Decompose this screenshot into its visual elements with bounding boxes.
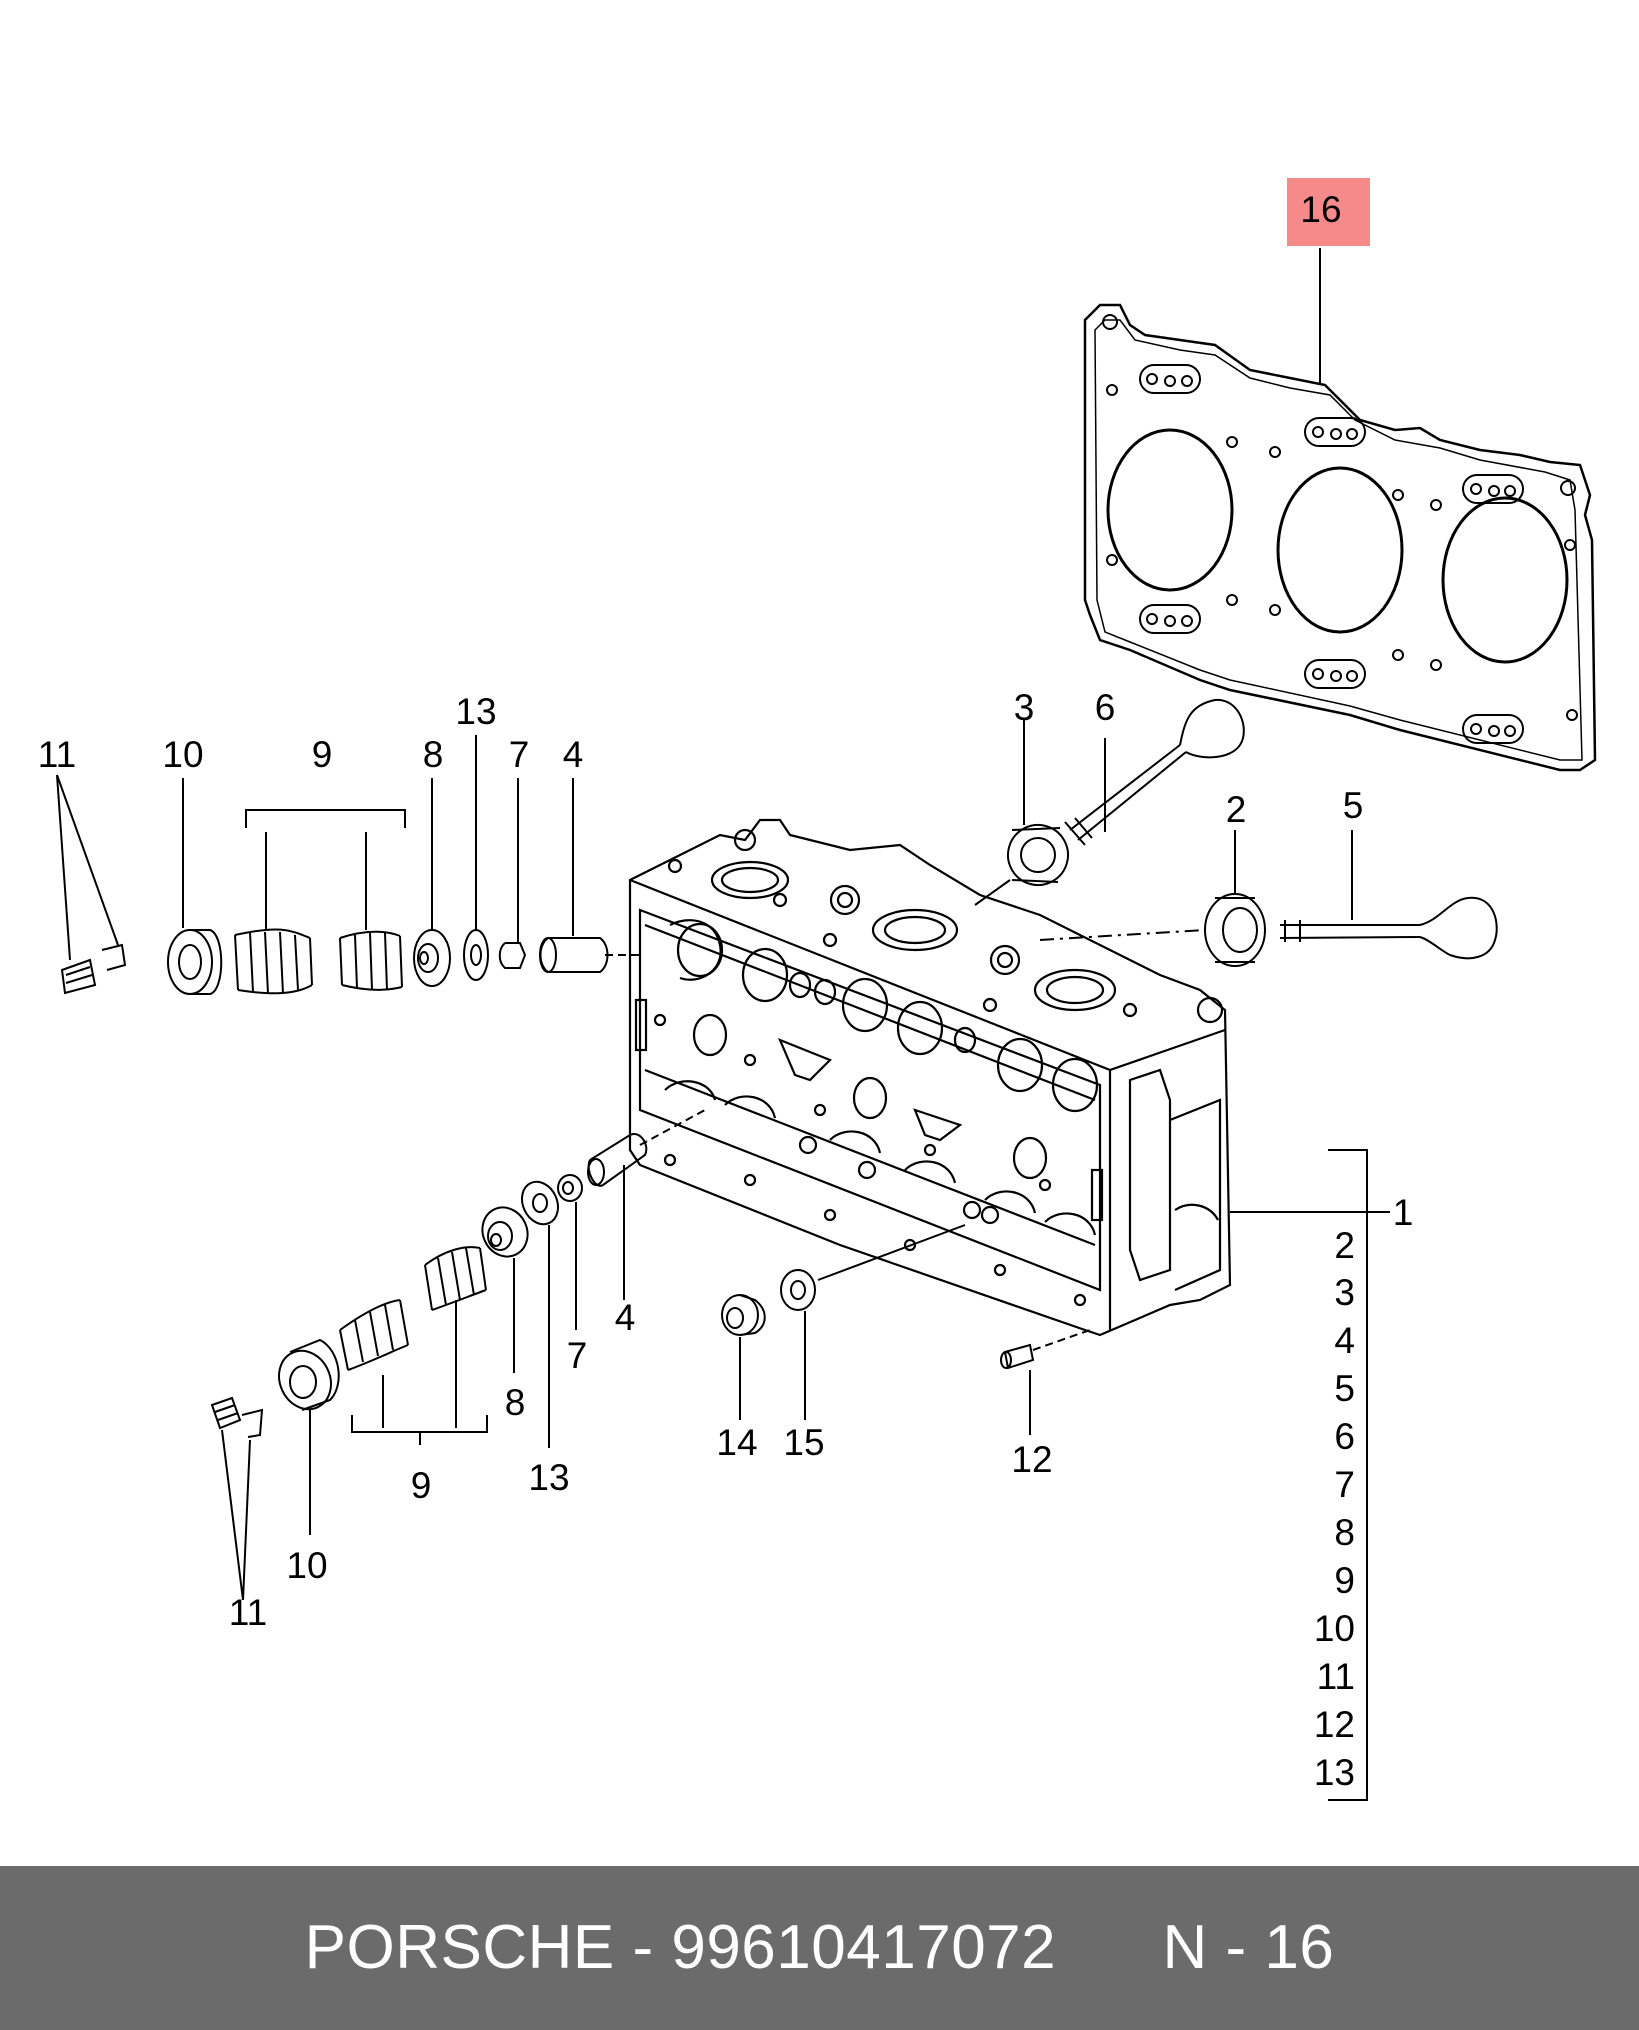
bracket-item[interactable]: 4 (1334, 1320, 1355, 1361)
bracket-item[interactable]: 13 (1314, 1752, 1355, 1793)
label-gasket[interactable]: 16 (1300, 189, 1341, 230)
label-upper-washer[interactable]: 13 (455, 691, 496, 732)
lower-stem-seal (557, 1174, 583, 1202)
label-upper-retainer[interactable]: 8 (423, 734, 444, 775)
lower-spring-cap (278, 1338, 340, 1411)
lower-valve-keepers (210, 1396, 264, 1438)
upper-washer (463, 929, 489, 981)
label-upper-seal[interactable]: 7 (509, 734, 530, 775)
upper-valve-guide (539, 937, 640, 973)
intake-valve-seat (1204, 893, 1266, 967)
seal-ring (780, 1224, 966, 1311)
head-gasket (1083, 303, 1597, 772)
label-cylinder-head[interactable]: 1 (1393, 1192, 1414, 1233)
label-intake-valve[interactable]: 5 (1343, 785, 1364, 826)
assembly-bracket (1230, 1149, 1390, 1801)
intake-valve (1279, 896, 1498, 960)
bracket-item[interactable]: 11 (1317, 1656, 1355, 1697)
lower-washer (521, 1180, 559, 1226)
label-lower-guide[interactable]: 4 (615, 1297, 636, 1338)
bracket-item[interactable]: 6 (1334, 1416, 1355, 1457)
lower-spring-retainer (481, 1206, 529, 1258)
label-plug[interactable]: 14 (716, 1422, 757, 1463)
upper-valve-keepers (60, 943, 127, 995)
plug (721, 1294, 766, 1336)
upper-valve-springs (234, 928, 403, 995)
label-intake-seat[interactable]: 2 (1226, 789, 1247, 830)
page-number: 16 (1264, 1913, 1335, 1982)
label-seal-ring[interactable]: 15 (783, 1422, 824, 1463)
lower-valve-springs (339, 1246, 487, 1371)
bracket-item[interactable]: 10 (1314, 1608, 1355, 1649)
label-upper-springs[interactable]: 9 (312, 734, 333, 775)
lower-valve-guide (587, 1109, 706, 1187)
upper-spring-cap (167, 929, 223, 995)
part-number: 99610417072 (671, 1913, 1057, 1982)
page-separator: - (1225, 1913, 1247, 1982)
label-upper-cap[interactable]: 10 (162, 734, 203, 775)
label-lower-seal[interactable]: 7 (567, 1335, 588, 1376)
exhaust-valve-seat (1007, 824, 1069, 886)
bracket-item[interactable]: 12 (1314, 1704, 1355, 1745)
upper-spring-retainer (413, 929, 451, 987)
label-lower-washer[interactable]: 13 (528, 1457, 569, 1498)
bracket-item[interactable]: 2 (1334, 1225, 1355, 1266)
bracket-item[interactable]: 3 (1334, 1272, 1355, 1313)
exhaust-valve (1064, 698, 1245, 846)
label-lower-cap[interactable]: 10 (286, 1545, 327, 1586)
label-upper-keepers[interactable]: 11 (38, 734, 76, 775)
bracket-item[interactable]: 7 (1334, 1464, 1355, 1505)
bracket-item[interactable]: 5 (1334, 1368, 1355, 1409)
cylinder-head (628, 818, 1232, 1337)
label-exhaust-valve[interactable]: 6 (1095, 687, 1116, 728)
footer-bar: PORSCHE - 99610417072 N - 16 (0, 1866, 1639, 2030)
dowel-pin (1000, 1329, 1091, 1370)
brand-separator: - (632, 1913, 654, 1982)
page-prefix: N (1162, 1913, 1208, 1982)
parts-diagram: 16 11 10 9 8 13 7 4 3 6 2 5 1 4 7 8 13 9… (38, 178, 1597, 1801)
footer-caption: PORSCHE - 99610417072 N - 16 (0, 1866, 1639, 2030)
bracket-item[interactable]: 8 (1334, 1512, 1355, 1553)
label-lower-keepers[interactable]: 11 (229, 1592, 267, 1633)
bracket-item[interactable]: 9 (1334, 1560, 1355, 1601)
upper-stem-seal (498, 942, 527, 969)
label-lower-retainer[interactable]: 8 (505, 1382, 526, 1423)
brand-name: PORSCHE (304, 1913, 615, 1982)
highlight-box (1287, 178, 1370, 246)
label-dowel[interactable]: 12 (1011, 1439, 1052, 1480)
label-exhaust-seat[interactable]: 3 (1014, 687, 1035, 728)
label-lower-springs[interactable]: 9 (411, 1465, 432, 1506)
label-upper-guide[interactable]: 4 (563, 734, 584, 775)
